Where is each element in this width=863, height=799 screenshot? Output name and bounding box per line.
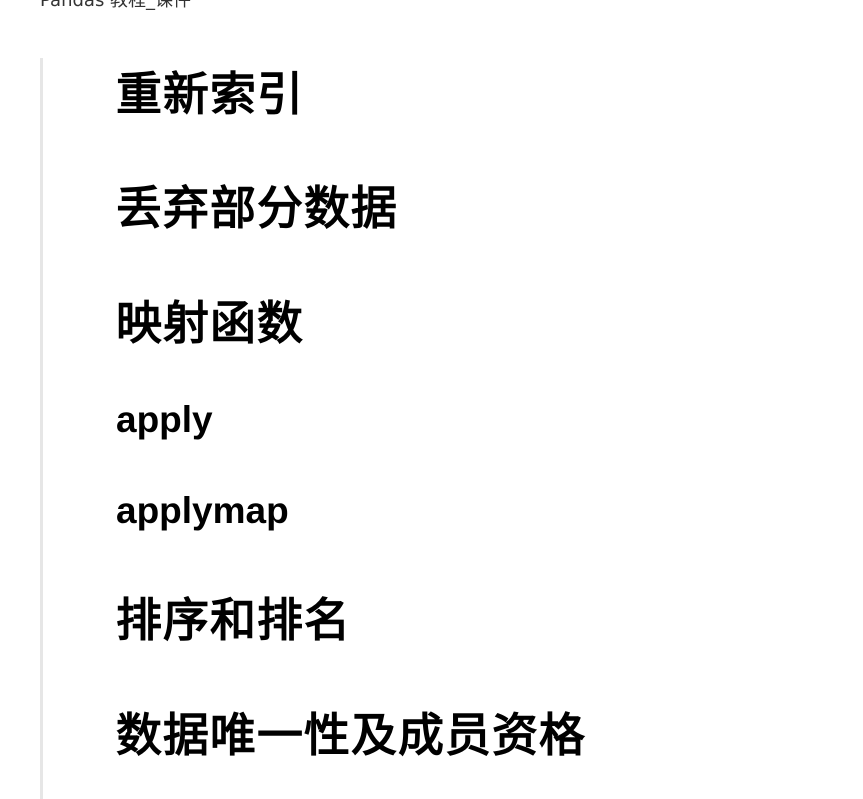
heading-applymap: applymap xyxy=(116,490,289,531)
heading-reindex: 重新索引 xyxy=(116,67,304,121)
heading-uniqueness-membership: 数据唯一性及成员资格 xyxy=(116,708,586,762)
document-header: Pandas 教程_课件 xyxy=(40,0,192,11)
heading-apply: apply xyxy=(116,399,213,440)
heading-map-functions: 映射函数 xyxy=(116,296,304,350)
heading-sort-rank: 排序和排名 xyxy=(116,593,351,647)
heading-drop-data: 丢弃部分数据 xyxy=(116,181,398,235)
outline-rule xyxy=(40,58,43,799)
